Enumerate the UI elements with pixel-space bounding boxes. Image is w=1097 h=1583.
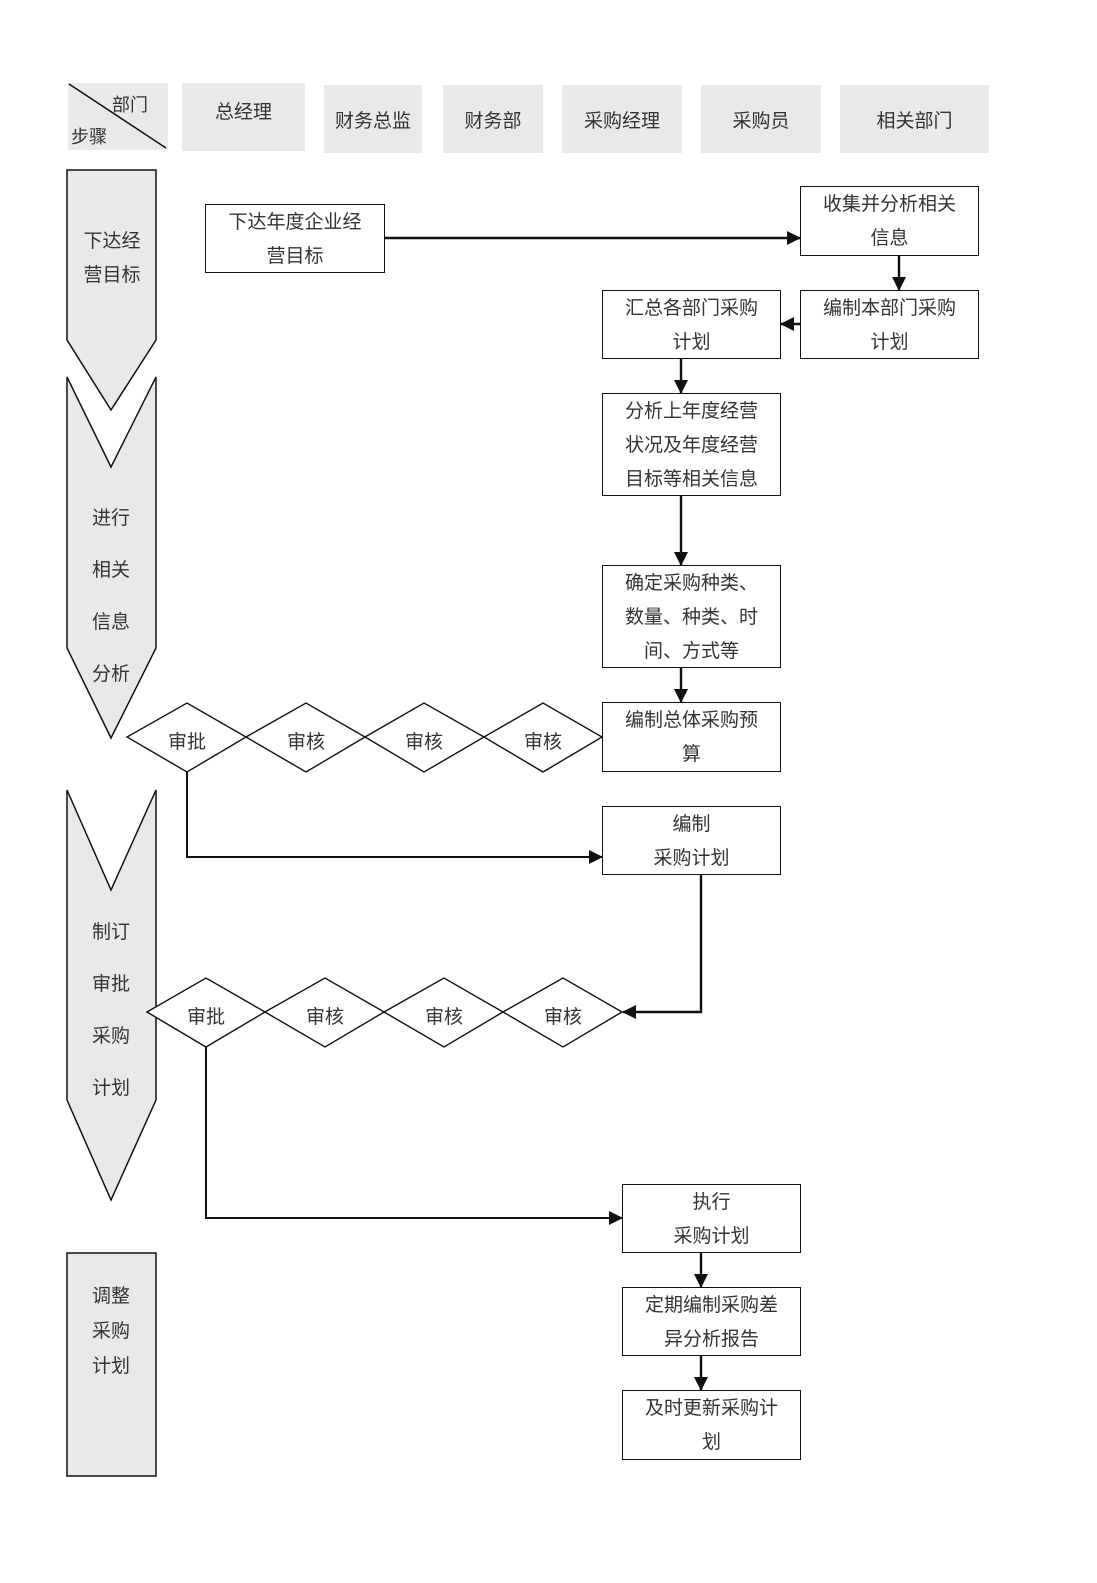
- step-determine-items: 确定采购种类、数量、种类、时间、方式等: [602, 565, 781, 668]
- step-text: 目标等相关信息: [624, 467, 758, 490]
- phase-arrow-2: [66, 376, 157, 740]
- corner-step-label: 步骤: [71, 127, 107, 148]
- step-text: 算: [681, 743, 701, 765]
- step-text: 营目标: [266, 244, 324, 267]
- step-analyze-last-year: 分析上年度经营状况及年度经营目标等相关信息: [602, 393, 781, 496]
- phase-2-line: 分析: [91, 663, 130, 685]
- phase-label-1: 下达经 营目标: [82, 224, 142, 292]
- step-text: 下达年度企业经: [228, 210, 362, 233]
- diagonal-divider: [68, 83, 167, 149]
- connector-approve1-to-compile: [186, 772, 603, 864]
- step-text: 及时更新采购计: [644, 1397, 778, 1419]
- decision-label-review-1a: 审核: [286, 731, 325, 753]
- decision-label-review-2a: 审核: [305, 1006, 344, 1028]
- phase-2-line: 进行: [91, 507, 130, 529]
- decision-label-review-2b: 审核: [424, 1006, 463, 1028]
- decision-label-approve-1: 审批: [167, 731, 206, 753]
- step-text: 异分析报告: [663, 1327, 759, 1350]
- step-text: 划: [701, 1431, 721, 1453]
- step-text: 编制本部门采购: [822, 296, 956, 319]
- phase-3-line: 制订: [91, 921, 130, 943]
- phase-label-2: 进行 相关 信息 分析: [81, 492, 141, 700]
- phase-3-line: 审批: [91, 973, 130, 995]
- header-dept-purchase-manager: 采购经理: [562, 85, 682, 153]
- phase-3-line: 采购: [91, 1025, 130, 1047]
- step-compile-dept-plan: 编制本部门采购计划: [800, 290, 979, 359]
- phase-label-3: 制订 审批 采购 计划: [81, 906, 141, 1114]
- step-text: 间、方式等: [643, 639, 739, 662]
- decision-row-2: [145, 977, 624, 1048]
- phase-4-line: 计划: [91, 1355, 130, 1377]
- header-dept-buyer: 采购员: [701, 85, 821, 153]
- step-compile-budget: 编制总体采购预算: [602, 702, 781, 772]
- phase-box-4: [66, 1252, 157, 1477]
- phase-1-line: 下达经: [83, 230, 141, 252]
- step-text: 编制: [672, 812, 711, 835]
- decision-label-review-1c: 审核: [523, 731, 562, 753]
- step-text: 定期编制采购差: [644, 1293, 778, 1316]
- step-text: 分析上年度经营: [624, 399, 758, 422]
- step-execute-purchase-plan: 执行采购计划: [622, 1184, 801, 1253]
- phase-4-line: 调整: [91, 1285, 130, 1307]
- phase-2-line: 相关: [91, 559, 130, 581]
- connector-approve2-to-execute: [205, 1047, 623, 1225]
- step-text: 数量、种类、时: [624, 605, 758, 628]
- step-update-plan: 及时更新采购计划: [622, 1390, 801, 1460]
- decision-label-approve-2: 审批: [186, 1006, 225, 1028]
- step-text: 汇总各部门采购: [624, 296, 758, 319]
- header-dept-related: 相关部门: [840, 85, 989, 153]
- decision-label-review-1b: 审核: [404, 731, 443, 753]
- connector-compile-to-review2: [622, 875, 703, 1019]
- step-summarize-dept-plans: 汇总各部门采购计划: [602, 290, 781, 359]
- step-collect-analyze-info: 收集并分析相关信息: [800, 186, 979, 256]
- phase-2-line: 信息: [91, 611, 130, 633]
- step-text: 状况及年度经营: [624, 433, 758, 456]
- decision-row-1: [125, 702, 604, 773]
- step-text: 执行: [692, 1190, 731, 1213]
- step-compile-purchase-plan: 编制采购计划: [602, 806, 781, 875]
- step-text: 采购计划: [673, 1224, 750, 1247]
- phase-arrow-1: [66, 169, 157, 412]
- phase-4-line: 采购: [91, 1320, 130, 1342]
- header-dept-cfo: 财务总监: [324, 85, 422, 153]
- step-text: 计划: [672, 330, 711, 353]
- phase-arrow-3: [66, 789, 157, 1202]
- header-corner-cell: 部门 步骤: [68, 83, 168, 150]
- step-text: 确定采购种类、: [624, 571, 758, 594]
- step-text: 收集并分析相关: [822, 193, 956, 215]
- step-text: 编制总体采购预: [624, 709, 758, 731]
- step-variance-report: 定期编制采购差异分析报告: [622, 1287, 801, 1356]
- header-dept-finance: 财务部: [443, 85, 543, 153]
- step-text: 采购计划: [653, 846, 730, 869]
- step-issue-annual-goals: 下达年度企业经营目标: [205, 204, 385, 273]
- decision-label-review-2c: 审核: [543, 1006, 582, 1028]
- phase-label-4: 调整 采购 计划: [81, 1279, 141, 1384]
- step-text: 信息: [870, 227, 909, 249]
- corner-dept-label: 部门: [112, 95, 148, 116]
- step-text: 计划: [870, 330, 909, 353]
- header-dept-gm: 总经理: [182, 83, 305, 151]
- phase-3-line: 计划: [91, 1077, 130, 1099]
- phase-1-line: 营目标: [83, 264, 141, 286]
